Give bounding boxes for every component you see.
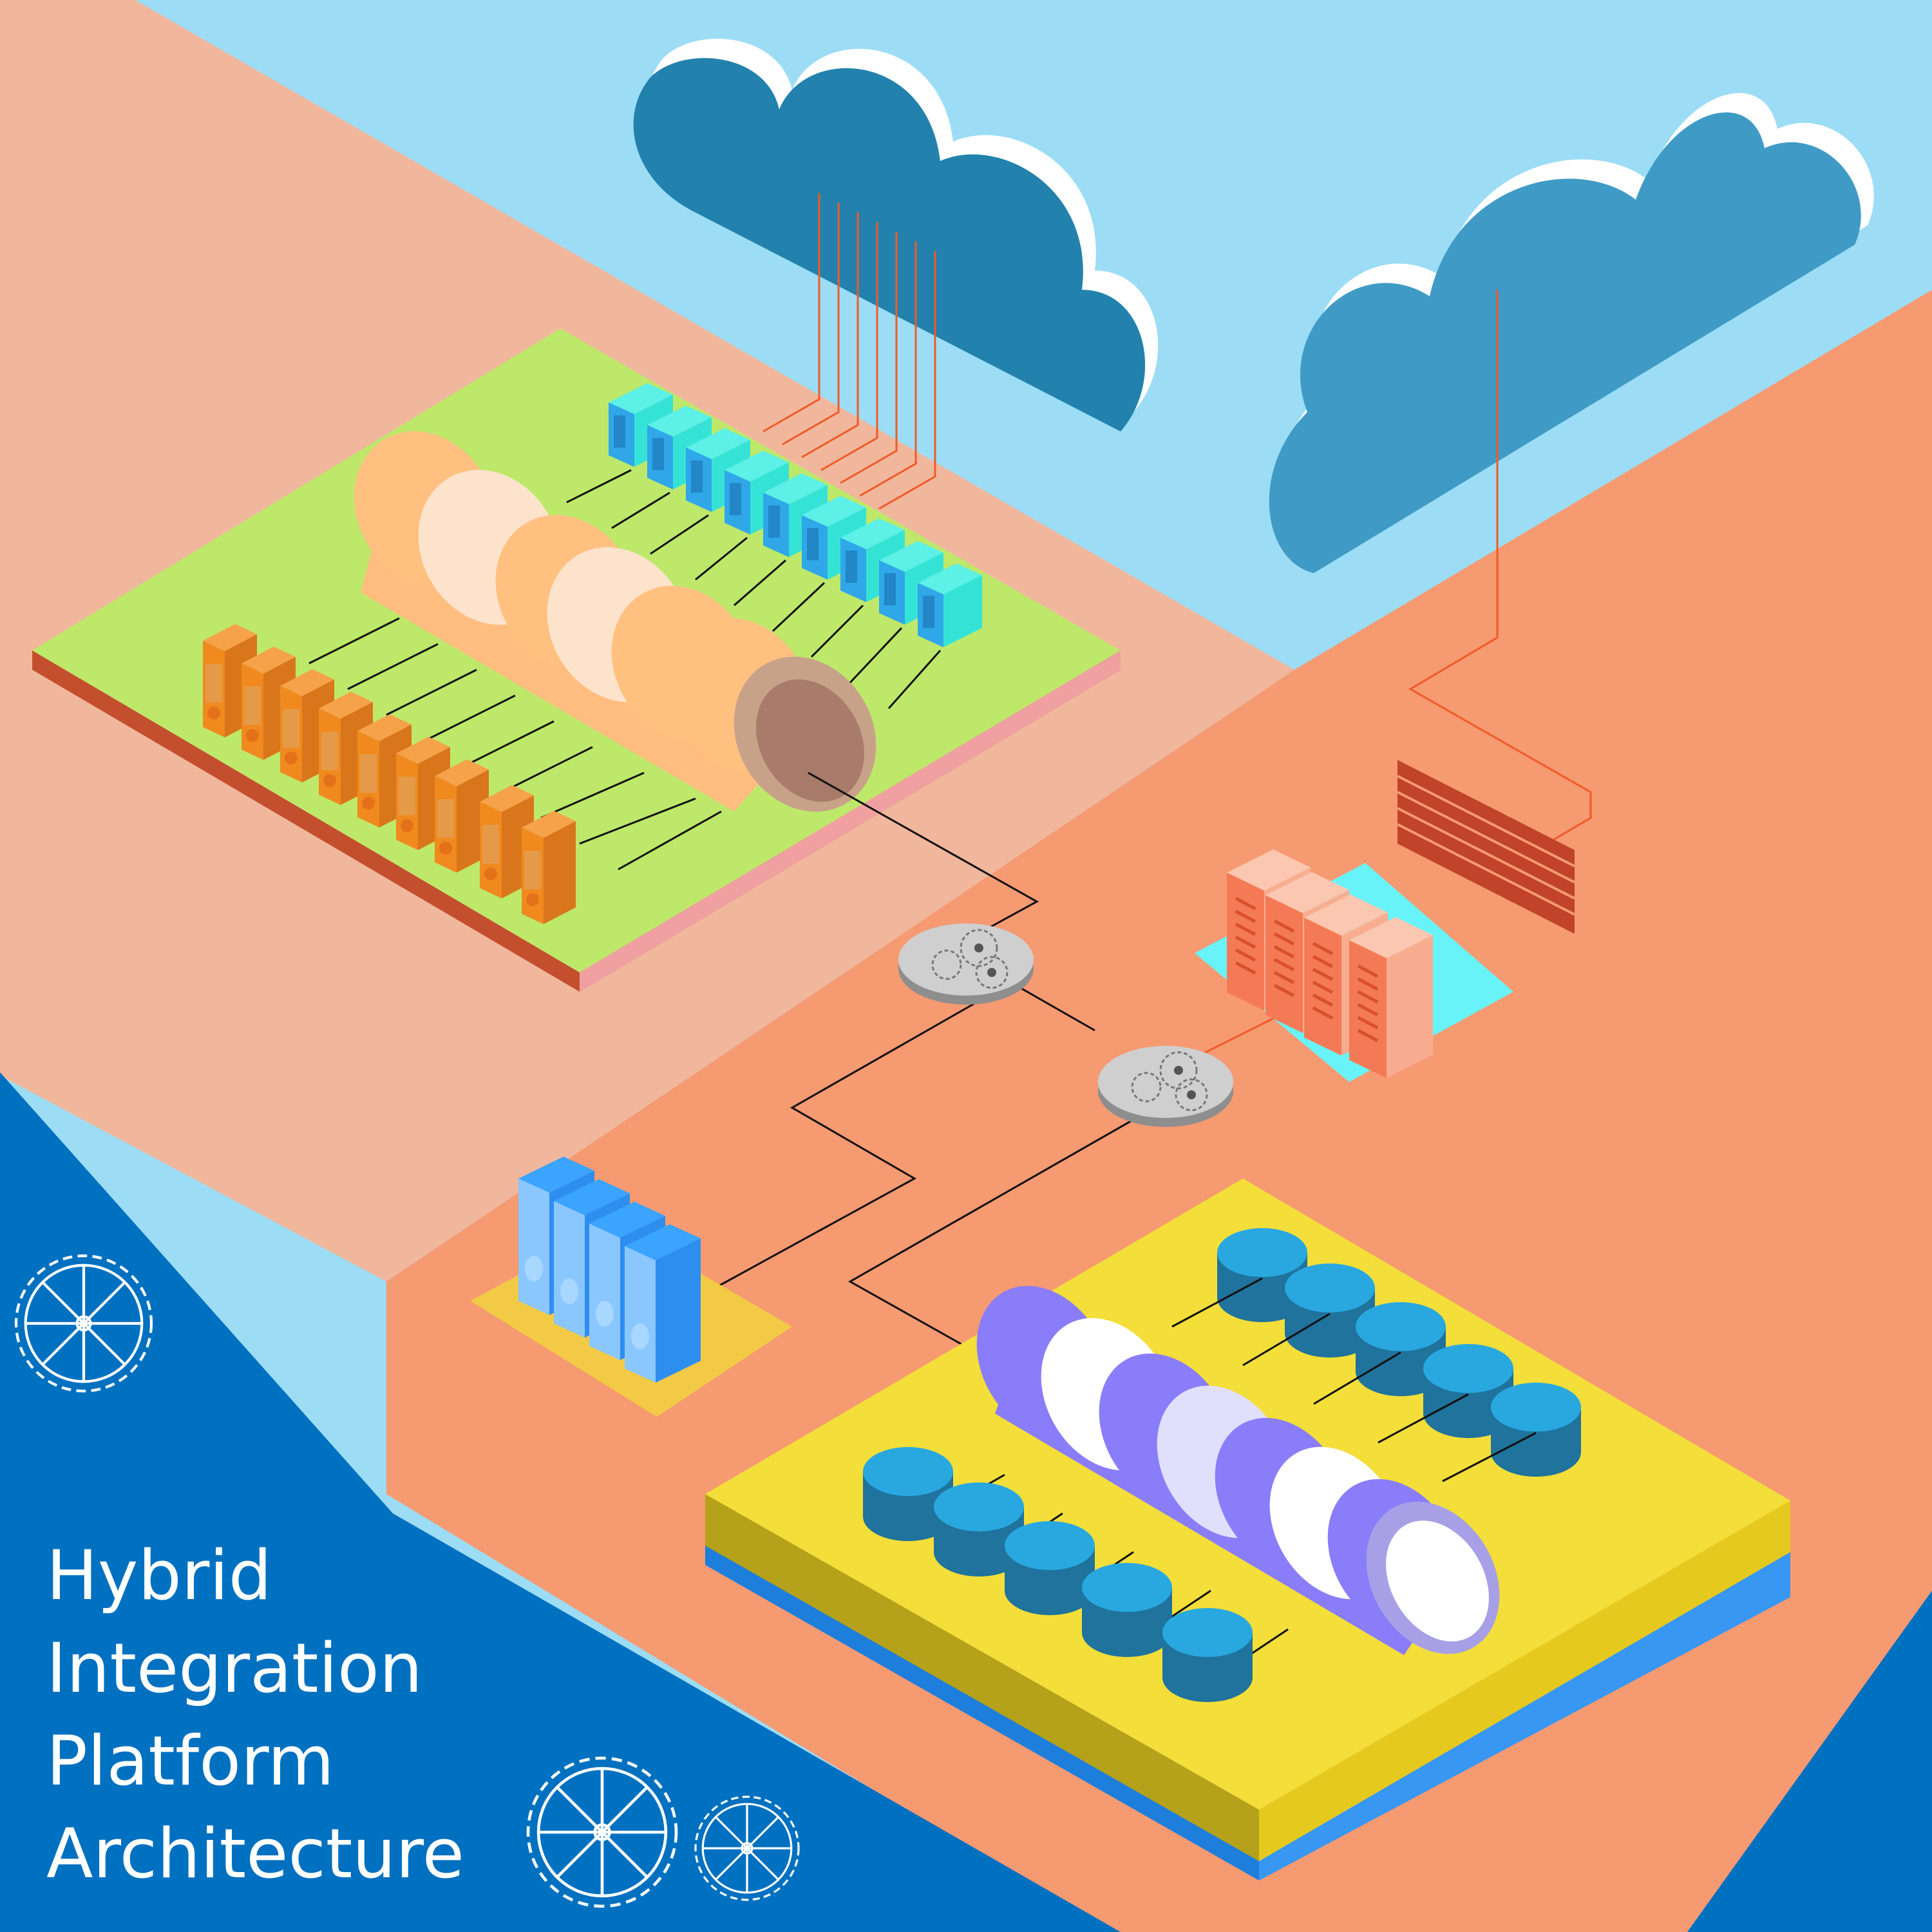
title-line-3: Platform <box>46 1721 335 1801</box>
peach-server-cluster <box>1195 849 1513 1082</box>
cloud-icon <box>633 39 1159 432</box>
page-title: Hybrid Integration Platform Architecture <box>46 1530 626 1900</box>
title-line-4: Architecture <box>46 1814 464 1893</box>
integration-pipe-icon <box>354 431 876 812</box>
bottom-band <box>0 1072 1121 1932</box>
gear-icon <box>897 922 1035 1006</box>
cloud-icon <box>1269 93 1874 573</box>
blue-server-cluster <box>470 1157 792 1417</box>
gear-icon <box>1097 1045 1235 1128</box>
integration-pipe-icon <box>976 1285 1500 1655</box>
cloud-link-lines <box>762 193 1592 1077</box>
title-line-2: Integration <box>46 1629 423 1708</box>
firewall-icon <box>1397 760 1575 934</box>
title-line-1: Hybrid <box>46 1536 272 1615</box>
bottom-band-right <box>1687 1591 1932 1932</box>
pipe-connectors <box>308 469 942 871</box>
